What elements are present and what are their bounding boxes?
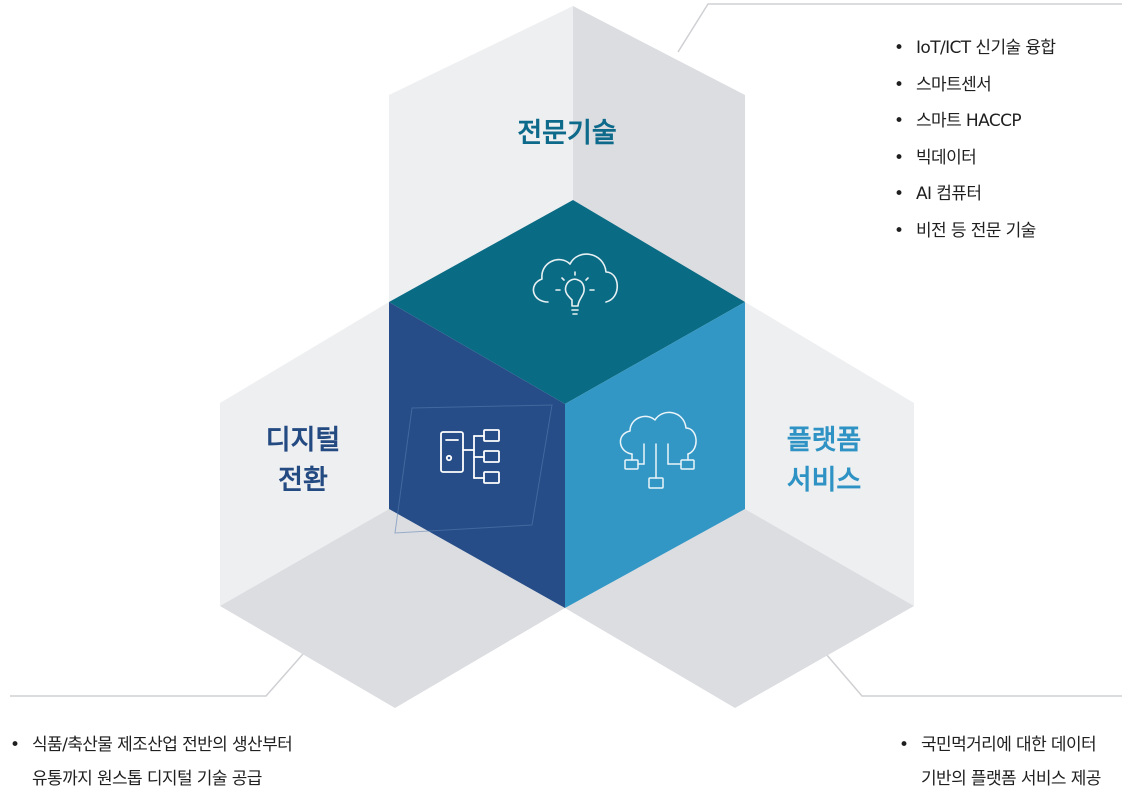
list-item: 식품/축산물 제조산업 전반의 생산부터 유통까지 원스톱 디지털 기술 공급 [8,728,293,796]
leader-line-bottom-right [825,653,1122,697]
list-item: IoT/ICT 신기술 융합 [892,30,1056,67]
platform-item-line2: 기반의 플랫폼 서비스 제공 [921,769,1101,789]
list-item: 비전 등 전문 기술 [892,213,1055,250]
leader-line-top-right [677,3,1122,53]
cloud-network-icon [619,411,697,489]
expertise-title: 전문기술 [517,118,616,149]
cube-right-face [565,302,745,608]
cube-top-face [389,200,745,404]
platform-hexagon [565,302,914,708]
expertise-hex-right-face [573,6,745,302]
digital-item-line1: 식품/축산물 제조산업 전반의 생산부터 [32,735,293,755]
cloud-lightbulb-icon [532,253,619,315]
cube-left-face-outline [394,404,553,534]
digital-hexagon [220,302,565,708]
expertise-hexagon [389,6,745,302]
digital-hex-top-face [220,302,389,606]
device-network-icon [440,429,500,484]
leader-line-bottom-left [10,653,304,697]
digital-bullet-list: 식품/축산물 제조산업 전반의 생산부터 유통까지 원스톱 디지털 기술 공급 [8,728,293,796]
digital-item-line2: 유통까지 원스톱 디지털 기술 공급 [32,769,262,789]
platform-bullet-list: 국민먹거리에 대한 데이터 기반의 플랫폼 서비스 제공 [897,728,1101,796]
digital-hex-bottom-face [220,509,565,708]
platform-title-line2: 서비스 [787,465,862,496]
digital-title-line2: 전환 [278,465,328,496]
cube-left-face [389,302,565,608]
list-item: 스마트 HACCP [892,103,1055,140]
leader-lines [10,3,1122,697]
list-item: 국민먹거리에 대한 데이터 기반의 플랫폼 서비스 제공 [897,728,1101,796]
center-cube [389,200,745,608]
platform-title-line1: 플랫폼 [787,425,862,456]
platform-hex-bottom-face [565,509,914,708]
platform-item-line1: 국민먹거리에 대한 데이터 [921,735,1097,755]
platform-hex-right-face [745,302,914,606]
list-item: 스마트센서 [892,67,1055,104]
digital-title-line1: 디지털 [266,425,341,456]
list-item: AI 컴퓨터 [892,176,1055,213]
expertise-bullet-list: IoT/ICT 신기술 융합 스마트센서 스마트 HACCP 빅데이터 AI 컴… [892,30,1056,250]
expertise-hex-left-face [389,6,573,302]
list-item: 빅데이터 [892,140,1055,177]
